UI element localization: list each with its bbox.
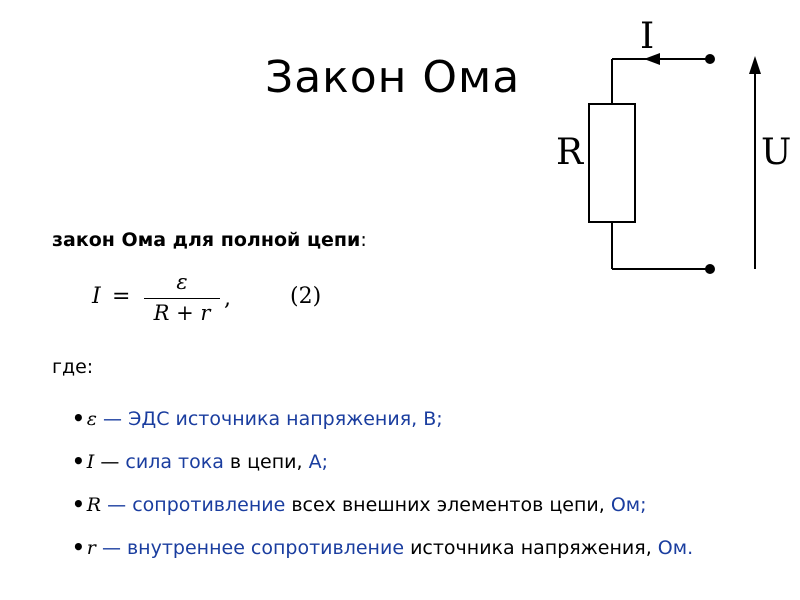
slide-title: Закон Ома <box>265 52 521 103</box>
symbol-current: I <box>86 451 95 473</box>
current-label: I <box>640 16 654 57</box>
formula-lhs: I <box>92 284 101 309</box>
ohm-formula: I = ε R + r , (2) <box>92 270 392 330</box>
symbol-internal-resistance: r <box>86 537 96 559</box>
equation-number: (2) <box>290 284 322 309</box>
voltage-label: U <box>761 132 791 173</box>
bullet-icon: • <box>72 449 85 473</box>
subtitle-colon: : <box>360 229 367 251</box>
internal-resistance-unit: Ом. <box>657 537 694 559</box>
full-circuit-subtitle: закон Ома для полной цепи: <box>52 229 367 251</box>
resistance-context: всех внешних элементов цепи, <box>291 494 605 516</box>
formula-denominator: R + r <box>153 301 211 325</box>
resistor <box>588 103 636 223</box>
formula-comma: , <box>224 286 231 311</box>
current-unit: А; <box>308 451 329 473</box>
current-context: в цепи, <box>229 451 303 473</box>
resistance-term: — сопротивление <box>107 494 286 516</box>
terminal-bottom <box>705 264 715 274</box>
subtitle-bold: закон Ома для полной цепи <box>52 229 361 251</box>
resistor-label: R <box>556 132 584 173</box>
emf-description: — ЭДС источника напряжения, В; <box>103 408 443 430</box>
list-item-emf: •ε — ЭДС источника напряжения, В; <box>72 398 693 441</box>
fraction-bar <box>144 298 220 299</box>
resistance-unit: Ом; <box>610 494 647 516</box>
current-term: сила тока <box>125 451 224 473</box>
voltage-arrow-head <box>749 56 761 74</box>
symbol-emf: ε <box>86 408 97 430</box>
bullet-icon: • <box>72 535 85 559</box>
symbol-resistance: R <box>86 494 102 516</box>
current-dash: — <box>100 451 120 473</box>
internal-resistance-context: источника напряжения, <box>410 537 652 559</box>
current-arrow <box>644 53 660 65</box>
formula-numerator: ε <box>176 270 188 294</box>
where-label: где: <box>52 356 94 378</box>
bullet-icon: • <box>72 406 85 430</box>
formula-fraction: ε R + r <box>144 270 220 325</box>
list-item-internal-resistance: •r — внутреннее сопротивление источника … <box>72 527 693 570</box>
definitions-list: •ε — ЭДС источника напряжения, В; •I — с… <box>72 398 693 570</box>
terminal-top <box>705 54 715 64</box>
list-item-resistance: •R — сопротивление всех внешних элементо… <box>72 484 693 527</box>
formula-equals: = <box>112 284 131 309</box>
bullet-icon: • <box>72 492 85 516</box>
list-item-current: •I — сила тока в цепи, А; <box>72 441 693 484</box>
internal-resistance-term: — внутреннее сопротивление <box>101 537 405 559</box>
